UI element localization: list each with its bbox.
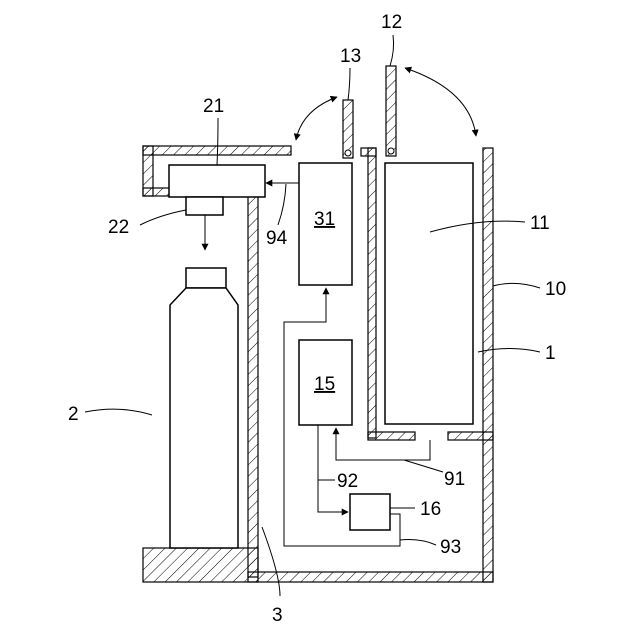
bottle-body xyxy=(170,288,238,548)
dispense-head-21 xyxy=(169,165,265,197)
leader-3 xyxy=(262,527,280,596)
tank-bottom-right xyxy=(448,432,493,440)
cartridge-11 xyxy=(385,163,473,424)
leader-10 xyxy=(493,283,540,288)
bottle-base xyxy=(143,548,258,582)
label-1: 1 xyxy=(545,343,556,364)
bottle-2 xyxy=(170,268,238,548)
label-94: 94 xyxy=(266,228,288,249)
label-91: 91 xyxy=(444,469,465,490)
label-22: 22 xyxy=(108,217,129,238)
label-31: 31 xyxy=(314,209,335,230)
nozzle-22 xyxy=(186,197,223,215)
lid-12 xyxy=(386,66,396,156)
pipe-92 xyxy=(318,425,348,512)
label-13: 13 xyxy=(340,46,361,67)
bottle-cap xyxy=(186,268,226,288)
label-93: 93 xyxy=(440,537,461,558)
label-21: 21 xyxy=(203,96,224,117)
leader-21 xyxy=(217,118,218,165)
unit-16 xyxy=(350,494,390,530)
leader-93 xyxy=(400,540,436,545)
label-15: 15 xyxy=(314,374,335,395)
lid-13-hinge xyxy=(345,150,351,156)
housing-right-wall xyxy=(483,148,493,582)
lid-12-hinge xyxy=(388,148,394,154)
housing-inner-wall xyxy=(248,185,258,577)
leader-94 xyxy=(278,184,286,225)
label-11: 11 xyxy=(530,213,550,234)
leader-12 xyxy=(390,35,394,66)
label-2: 2 xyxy=(68,404,79,425)
label-16: 16 xyxy=(420,499,441,520)
lid-13-swing-arrow xyxy=(296,97,337,140)
label-12: 12 xyxy=(381,12,402,33)
label-92: 92 xyxy=(337,471,358,492)
tank-top-lip xyxy=(361,148,376,156)
leader-13 xyxy=(348,68,350,100)
housing-bottom-wall xyxy=(248,572,493,582)
label-10: 10 xyxy=(545,279,566,300)
leader-2 xyxy=(85,409,152,415)
tank-left-wall xyxy=(368,148,376,438)
label-3: 3 xyxy=(272,605,283,626)
lid-13 xyxy=(343,100,353,158)
tank-bottom-left xyxy=(368,432,415,440)
leader-91 xyxy=(404,460,443,472)
lid-12-swing-arrow xyxy=(405,68,476,136)
housing-top-arm-bottom xyxy=(143,188,170,196)
leader-22 xyxy=(140,210,186,225)
